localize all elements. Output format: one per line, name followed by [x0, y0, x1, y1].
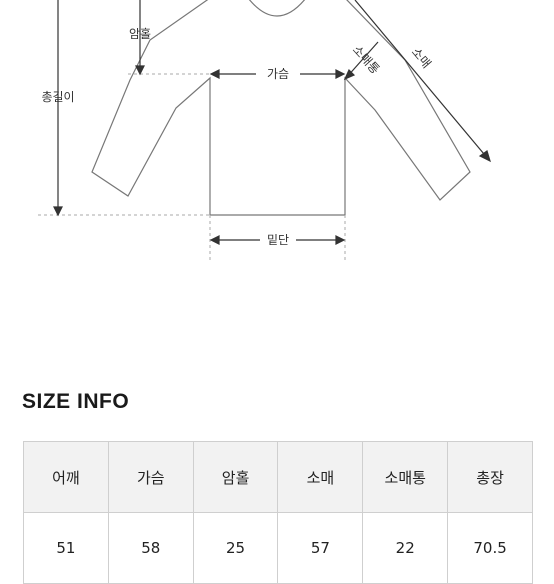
armhole-label: 암홀: [129, 27, 151, 41]
header-shoulder: 어깨: [23, 441, 109, 513]
header-armhole: 암홀: [192, 441, 279, 513]
hem-label: 밑단: [267, 233, 289, 247]
value-chest: 58: [107, 512, 194, 584]
garment-measurement-diagram: 암홀 총길이 가슴 소매통 소매 밑단: [38, 0, 491, 262]
value-armhole: 25: [192, 512, 279, 584]
value-sleeve-width: 22: [362, 512, 449, 584]
size-value-row: 51 58 25 57 22 70.5: [23, 512, 533, 584]
header-total-length: 총장: [447, 441, 533, 513]
size-info-table: 어깨 가슴 암홀 소매 소매통 총장 51 58 25 57 22 70.5: [23, 441, 533, 584]
sleeve-width-label: 소매통: [350, 43, 383, 77]
sleeve-label: 소매: [409, 45, 434, 71]
total-length-label: 총길이: [41, 90, 74, 104]
garment-outline: [91, 0, 471, 216]
value-total-length: 70.5: [447, 512, 533, 584]
chest-label: 가슴: [267, 67, 289, 81]
value-sleeve: 57: [277, 512, 364, 584]
sleeve-arrow: [354, 0, 490, 161]
guide-lines: [38, 73, 346, 262]
neckline: [248, 0, 306, 17]
header-sleeve-width: 소매통: [362, 441, 449, 513]
header-chest: 가슴: [107, 441, 194, 513]
value-shoulder: 51: [23, 512, 109, 584]
size-info-title: SIZE INFO: [22, 390, 130, 413]
size-header-row: 어깨 가슴 암홀 소매 소매통 총장: [23, 441, 533, 513]
header-sleeve: 소매: [277, 441, 364, 513]
